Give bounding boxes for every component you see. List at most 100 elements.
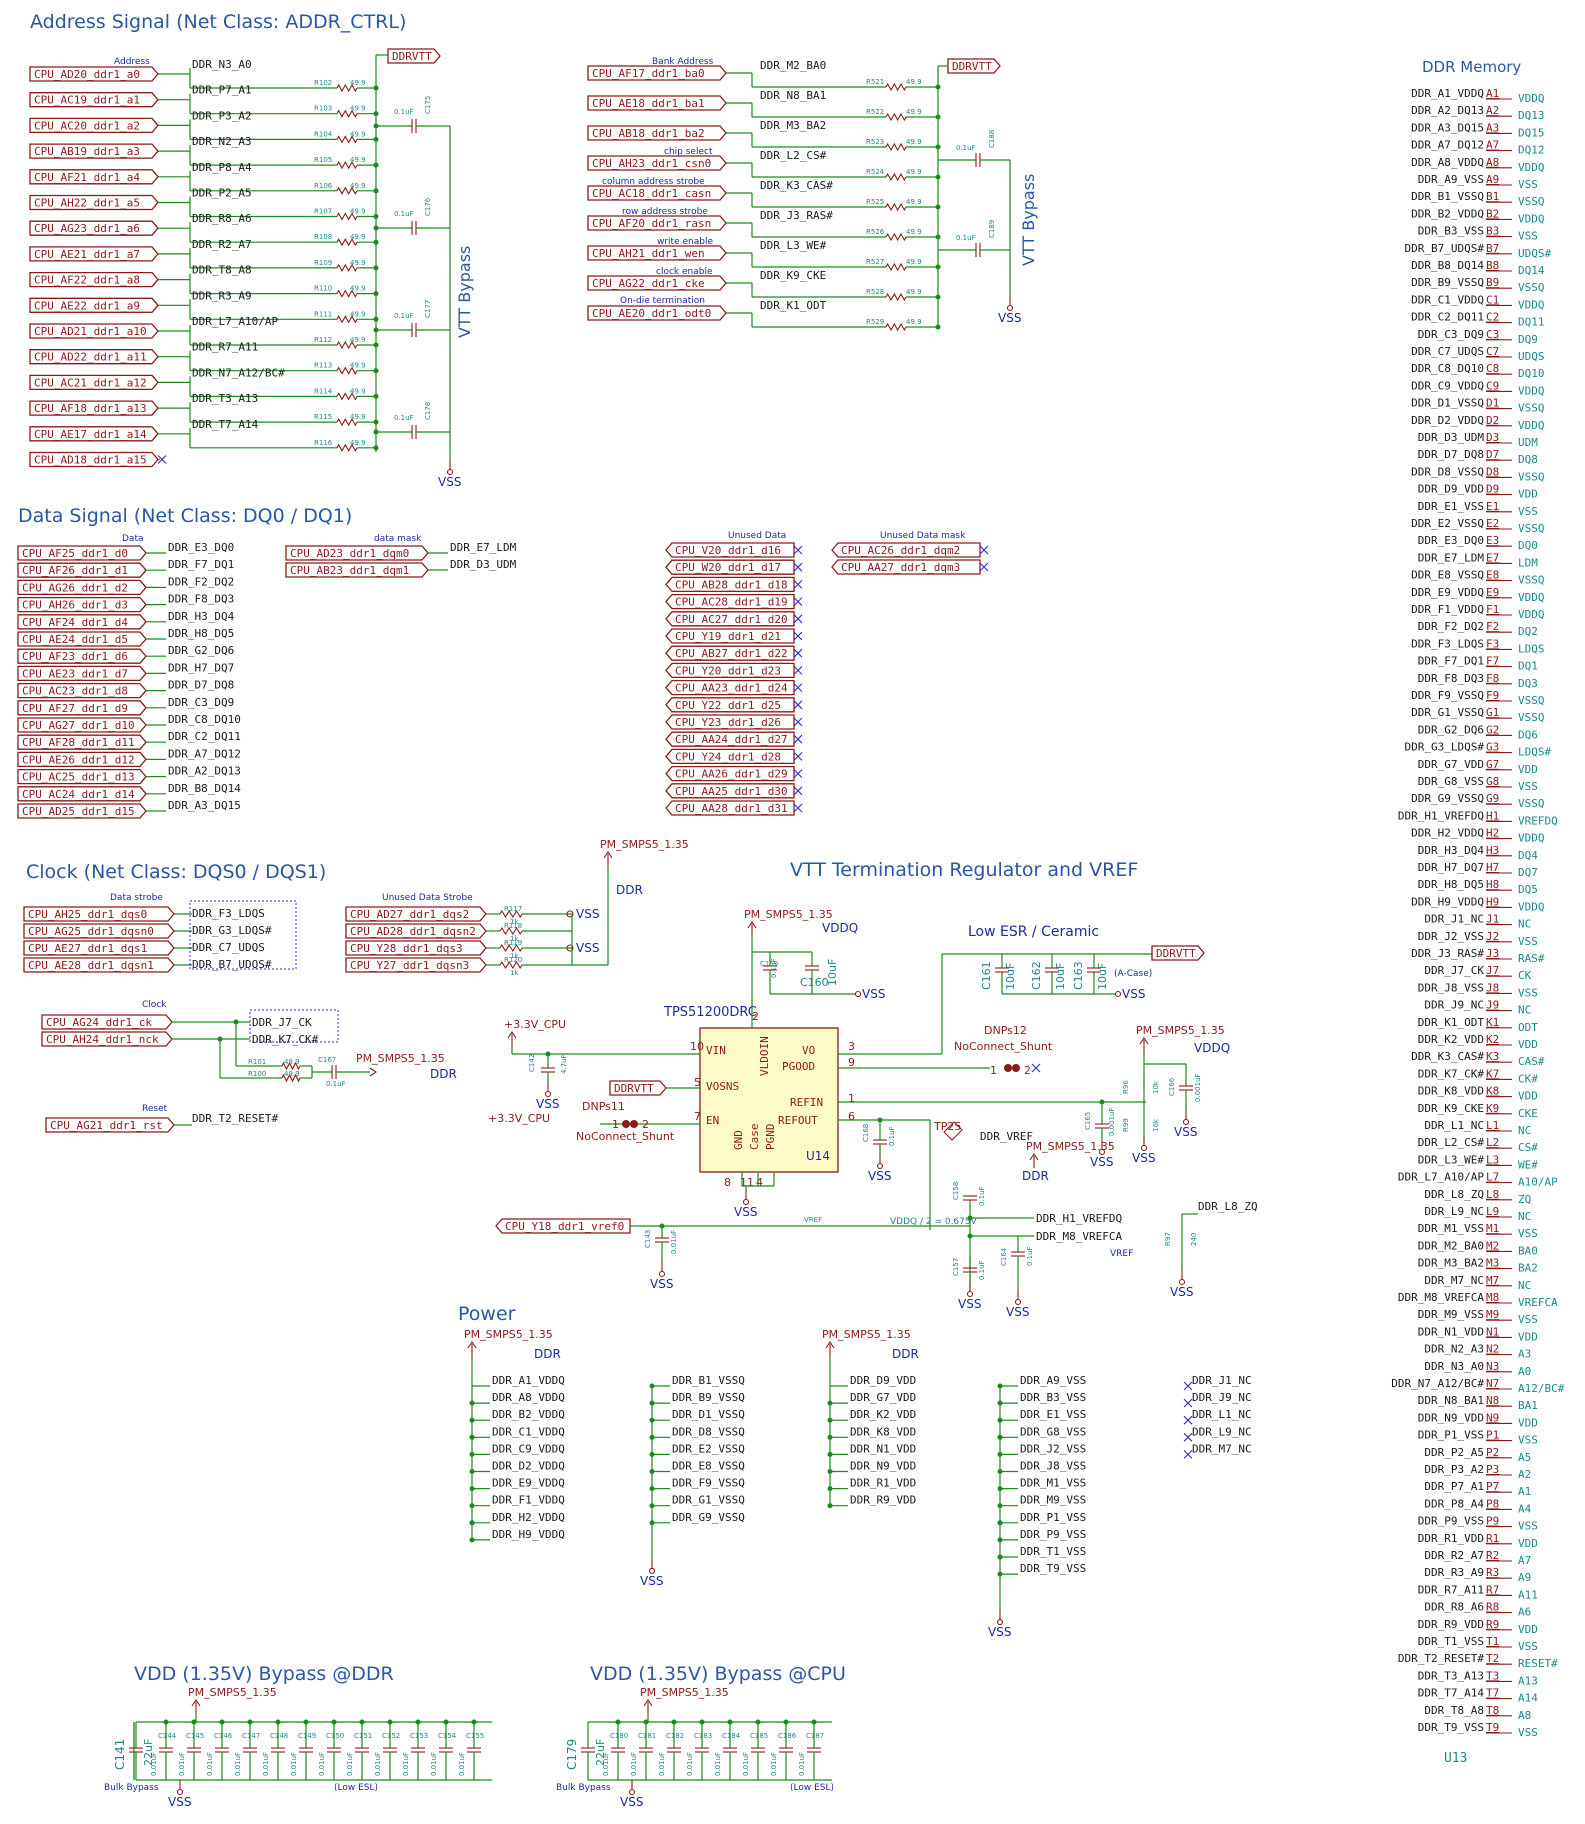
ustrobe-res-ref-0: R117 <box>504 905 522 913</box>
u13-fn-79: A5 <box>1518 1451 1531 1464</box>
u14-dnp11-pin2: 2 <box>642 1118 649 1131</box>
u13-fn-46: DQ5 <box>1518 883 1538 896</box>
u13-fn-93: A14 <box>1518 1692 1538 1705</box>
u13-fn-41: VSSQ <box>1518 797 1545 810</box>
clk-res-val-1: 49.9 <box>284 1070 300 1078</box>
pwr-net-1-1: DDR_B9_VSSQ <box>672 1391 745 1404</box>
u13-net-39: DDR_G7_VDD <box>1418 758 1484 771</box>
pwr-dot-3-9 <box>997 1537 1003 1543</box>
bank-cpu-1: CPU_AE18_ddr1_ba1 <box>592 97 705 110</box>
addr-net-9: DDR_R3_A9 <box>192 289 252 302</box>
strobe-net-0: DDR_F3_LDQS <box>192 907 265 920</box>
pwr-dot-0-5 <box>469 1469 475 1474</box>
u13-fn-31: DQ2 <box>1518 625 1538 638</box>
addr-res-val-3: 49.9 <box>350 156 366 164</box>
unused-data-nc-5-b <box>793 631 803 641</box>
cap-c166-val: 0.001uF <box>1194 1073 1202 1102</box>
strobe-cpu-1-shape <box>23 923 175 939</box>
bank-res-ref-0: R521 <box>866 78 884 86</box>
u13-pin-77: N9 <box>1486 1411 1499 1424</box>
u13-net-20: DDR_D3_UDM <box>1418 431 1485 444</box>
vtt-cap-vss: VSS <box>1122 987 1145 1001</box>
addr-cpu-12-shape <box>29 374 159 391</box>
ddr-cap-dot-5 <box>303 1719 309 1725</box>
ddr-bulk-ref: C141 <box>113 1739 127 1770</box>
u13-fn-84: VDD <box>1518 1537 1538 1550</box>
bank-address-label: Bank Address <box>652 57 714 67</box>
cap-c157-ref: C157 <box>952 1258 960 1276</box>
u13-net-21: DDR_D7_DQ8 <box>1418 448 1484 461</box>
addr-res-val-6: 49.9 <box>350 233 366 241</box>
u13-fn-25: VSSQ <box>1518 522 1545 535</box>
u14-gnd-vss: VSS <box>734 1205 757 1219</box>
u13-pin-44: H3 <box>1486 844 1499 857</box>
u13-fn-67: BA0 <box>1518 1244 1538 1257</box>
addr-cpu-9: CPU_AE22_ddr1_a9 <box>34 299 140 312</box>
u14-vldoin-vss: VSS <box>862 987 885 1001</box>
bank-net-8: DDR_K1_ODT <box>760 299 827 312</box>
addr-cpu-9-shape <box>29 297 159 313</box>
u13-net-3: DDR_A7_DQ12 <box>1411 139 1484 152</box>
vref-cpu-label: CPU_Y18_ddr1_vref0 <box>505 1220 624 1233</box>
addr-res-val-13: 49.9 <box>350 413 366 421</box>
addr-vss-symbol <box>446 468 454 476</box>
bank-res-ref-3: R524 <box>866 168 885 176</box>
u13-net-42: DDR_H1_VREFDQ <box>1398 809 1484 822</box>
cpu-cap-dot-6 <box>783 1719 789 1725</box>
u13-net-2: DDR_A3_DQ15 <box>1411 121 1484 134</box>
data-cpu-7: CPU_AE23_ddr1_d7 <box>22 667 128 680</box>
u13-net-61: DDR_L2_CS# <box>1418 1136 1485 1149</box>
bank-net-0: DDR_M2_BA0 <box>760 59 826 72</box>
u13-pin-19: D2 <box>1486 414 1499 427</box>
addr-res-val-7: 49.9 <box>350 259 366 267</box>
clk-res-ref-0: R101 <box>248 1058 266 1066</box>
addr-res-val-12: 49.9 <box>350 387 366 395</box>
u13-net-35: DDR_F9_VSSQ <box>1411 689 1484 702</box>
u13-net-25: DDR_E2_VSSQ <box>1411 517 1484 530</box>
addr-cpu-5-shape <box>29 194 159 211</box>
c164-vss-symbol <box>1014 1298 1022 1306</box>
u13-fn-54: ODT <box>1518 1021 1538 1034</box>
unused-data-3: CPU_AC28_ddr1_d19 <box>675 596 788 609</box>
addr-res-11 <box>336 366 358 375</box>
addr-res-ref-14: R116 <box>314 439 333 447</box>
cpu-cap-val-2: 0.01uF <box>658 1752 666 1776</box>
u13-net-7: DDR_B2_VDDQ <box>1411 207 1484 220</box>
u13-net-80: DDR_P3_A2 <box>1424 1463 1484 1476</box>
cpu-cap-val-6: 0.01uF <box>770 1752 778 1776</box>
addr-cpu-0: CPU_AD20_ddr1_a0 <box>34 68 140 81</box>
bank-net-4: DDR_K3_CAS# <box>760 179 833 192</box>
ddr-cap-ref-10: C154 <box>438 1732 457 1740</box>
strobe-cpu-3-shape <box>23 957 175 973</box>
addr-res-ref-10: R112 <box>314 336 332 344</box>
column-strobe-label: column address strobe <box>602 177 705 187</box>
ddr-cap-ref-9: C153 <box>410 1732 428 1740</box>
pwr-net-1-0: DDR_B1_VSSQ <box>672 1374 745 1387</box>
unused-data-nc-3-b <box>793 597 803 606</box>
u13-fn-18: VSSQ <box>1518 402 1545 415</box>
pwr-dot-2-6 <box>827 1486 833 1492</box>
u13-pin-31: F2 <box>1486 620 1499 633</box>
u13-fn-77: VDD <box>1518 1416 1538 1429</box>
cpu-cap-val-7: 0.01uF <box>798 1752 806 1776</box>
u13-pin-27: E7 <box>1486 551 1499 564</box>
pwr-nc-3-b <box>1183 1432 1193 1442</box>
u13-pin-5: A9 <box>1486 173 1499 186</box>
u13-net-78: DDR_P1_VSS <box>1418 1429 1484 1442</box>
data-cpu-7-shape <box>17 665 147 682</box>
u13-pin-59: K9 <box>1486 1102 1499 1115</box>
u13-pin-81: P7 <box>1486 1480 1499 1493</box>
ddr-cap-ref-6: C150 <box>326 1732 344 1740</box>
u14-vo-ddrvtt-shape <box>1151 945 1205 961</box>
cpu-cap-val-0: 0.01uF <box>602 1752 610 1776</box>
u13-pin-46: H8 <box>1486 878 1499 891</box>
u13-net-15: DDR_C7_UDQS <box>1411 345 1484 358</box>
u14-vo-ddrvtt: DDRVTT <box>1156 947 1196 960</box>
unused-data-nc-13-b <box>793 769 803 778</box>
addr-cpu-15-shape <box>29 451 159 468</box>
u13-fn-68: BA2 <box>1518 1262 1538 1275</box>
unused-data-nc-9-b <box>793 700 803 710</box>
addr-cpu-1-shape <box>29 92 159 108</box>
addr-res-val-4: 49.9 <box>350 182 366 190</box>
